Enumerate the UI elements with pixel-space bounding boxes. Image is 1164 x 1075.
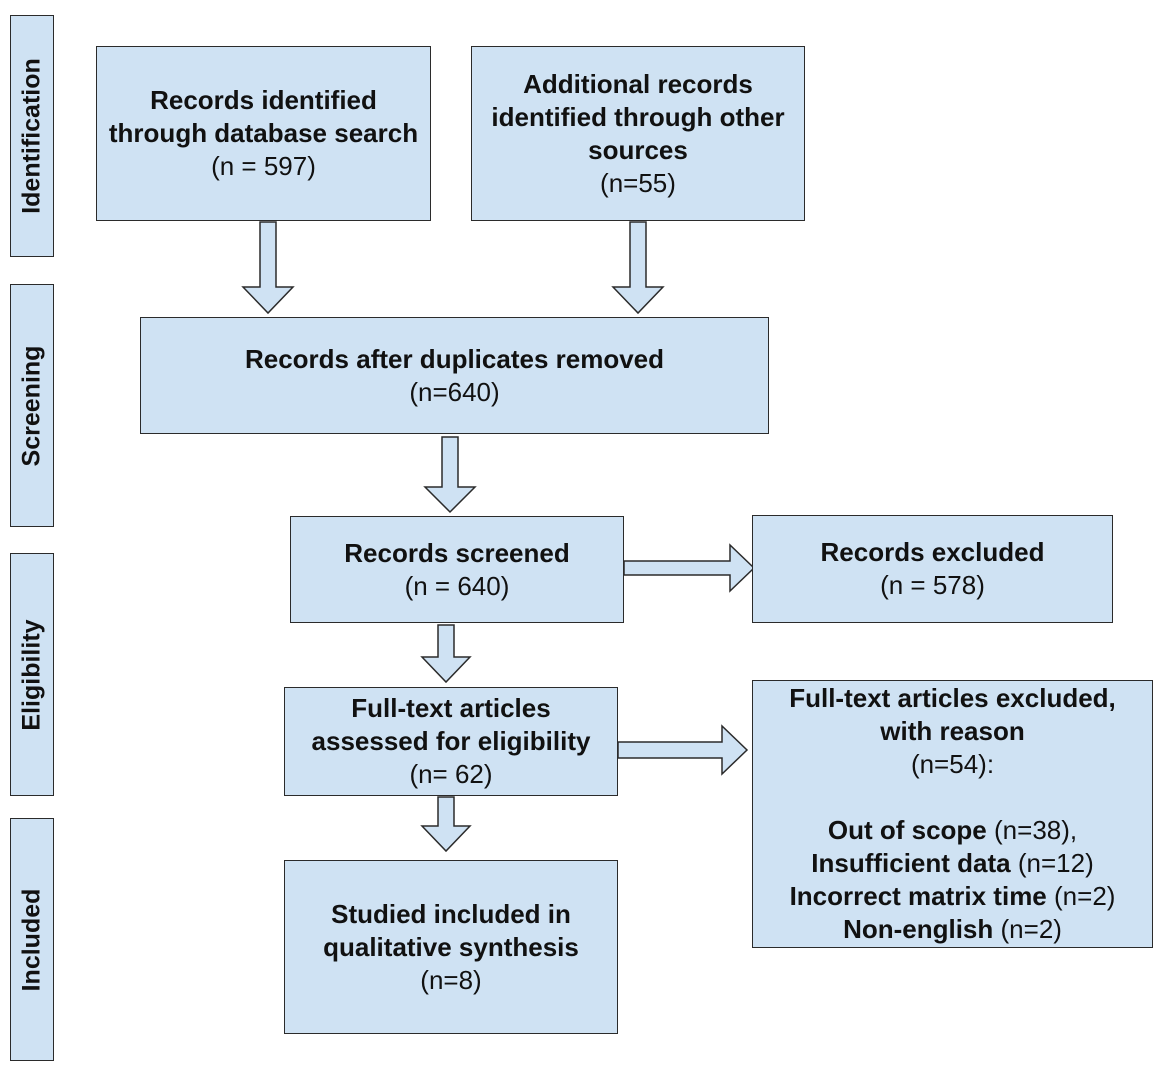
exclusion-reason: Non-english (n=2) [843,913,1062,946]
block-arrow-icon [423,436,477,514]
box-duplicates-removed-count: (n=640) [409,376,500,407]
block-arrow-icon [420,796,472,853]
exclusion-reason: Insufficient data (n=12) [811,847,1093,880]
stage-label-included: Included [10,818,54,1061]
block-arrow-icon [623,543,756,593]
exclusion-reason-count: (n=2) [1000,914,1062,944]
box-fulltext-excluded: Full-text articles excluded, with reason… [752,680,1153,948]
box-included-synthesis-count: (n=8) [420,964,482,995]
box-duplicates-removed-title: Records after duplicates removed [244,343,665,374]
exclusion-reason-label: Out of scope [827,815,987,845]
block-arrow-icon [617,724,749,776]
block-arrow-icon [241,221,295,315]
stage-label-eligibility: Eligibility [10,553,54,796]
exclusion-reason: Incorrect matrix time (n=2) [790,880,1116,913]
exclusion-reason-count: (n=38), [994,815,1078,845]
stage-label-screening: Screening [10,284,54,527]
box-fulltext-assessed-count: (n= 62) [409,759,493,789]
exclusion-reason-label: Non-english [843,914,994,944]
box-records-screened-title: Records screened [344,537,570,568]
box-other-sources-title: Additional records identified through ot… [491,68,785,165]
box-fulltext-excluded-title: Full-text articles excluded, with reason [789,683,1116,746]
box-records-excluded-count: (n = 578) [880,570,985,600]
box-included-synthesis-title: Studied included in qualitative synthesi… [323,898,579,962]
box-fulltext-assessed-title: Full-text articles assessed for eligibil… [311,693,591,756]
exclusion-reason-count: (n=2) [1054,881,1116,911]
box-records-screened: Records screened (n = 640) [290,516,624,623]
box-included-synthesis: Studied included in qualitative synthesi… [284,860,618,1034]
exclusion-reason-label: Insufficient data [811,848,1011,878]
box-records-excluded-title: Records excluded [820,537,1045,567]
box-database-search: Records identified through database sear… [96,46,431,221]
box-fulltext-assessed: Full-text articles assessed for eligibil… [284,687,618,796]
box-duplicates-removed: Records after duplicates removed (n=640) [140,317,769,434]
block-arrow-icon [420,624,472,684]
block-arrow-icon [611,221,665,315]
box-fulltext-excluded-count: (n=54): [910,749,995,779]
box-other-sources: Additional records identified through ot… [471,46,805,221]
stage-label-identification: Identification [10,15,54,257]
box-records-screened-count: (n = 640) [404,570,510,601]
box-database-search-title: Records identified through database sear… [108,85,419,148]
exclusion-reason-label: Incorrect matrix time [789,881,1047,911]
box-database-search-count: (n = 597) [211,151,316,181]
box-other-sources-count: (n=55) [600,167,676,198]
exclusion-reason-count: (n=12) [1017,848,1094,878]
exclusion-reason: Out of scope (n=38), [828,814,1077,847]
box-records-excluded: Records excluded (n = 578) [752,515,1113,623]
